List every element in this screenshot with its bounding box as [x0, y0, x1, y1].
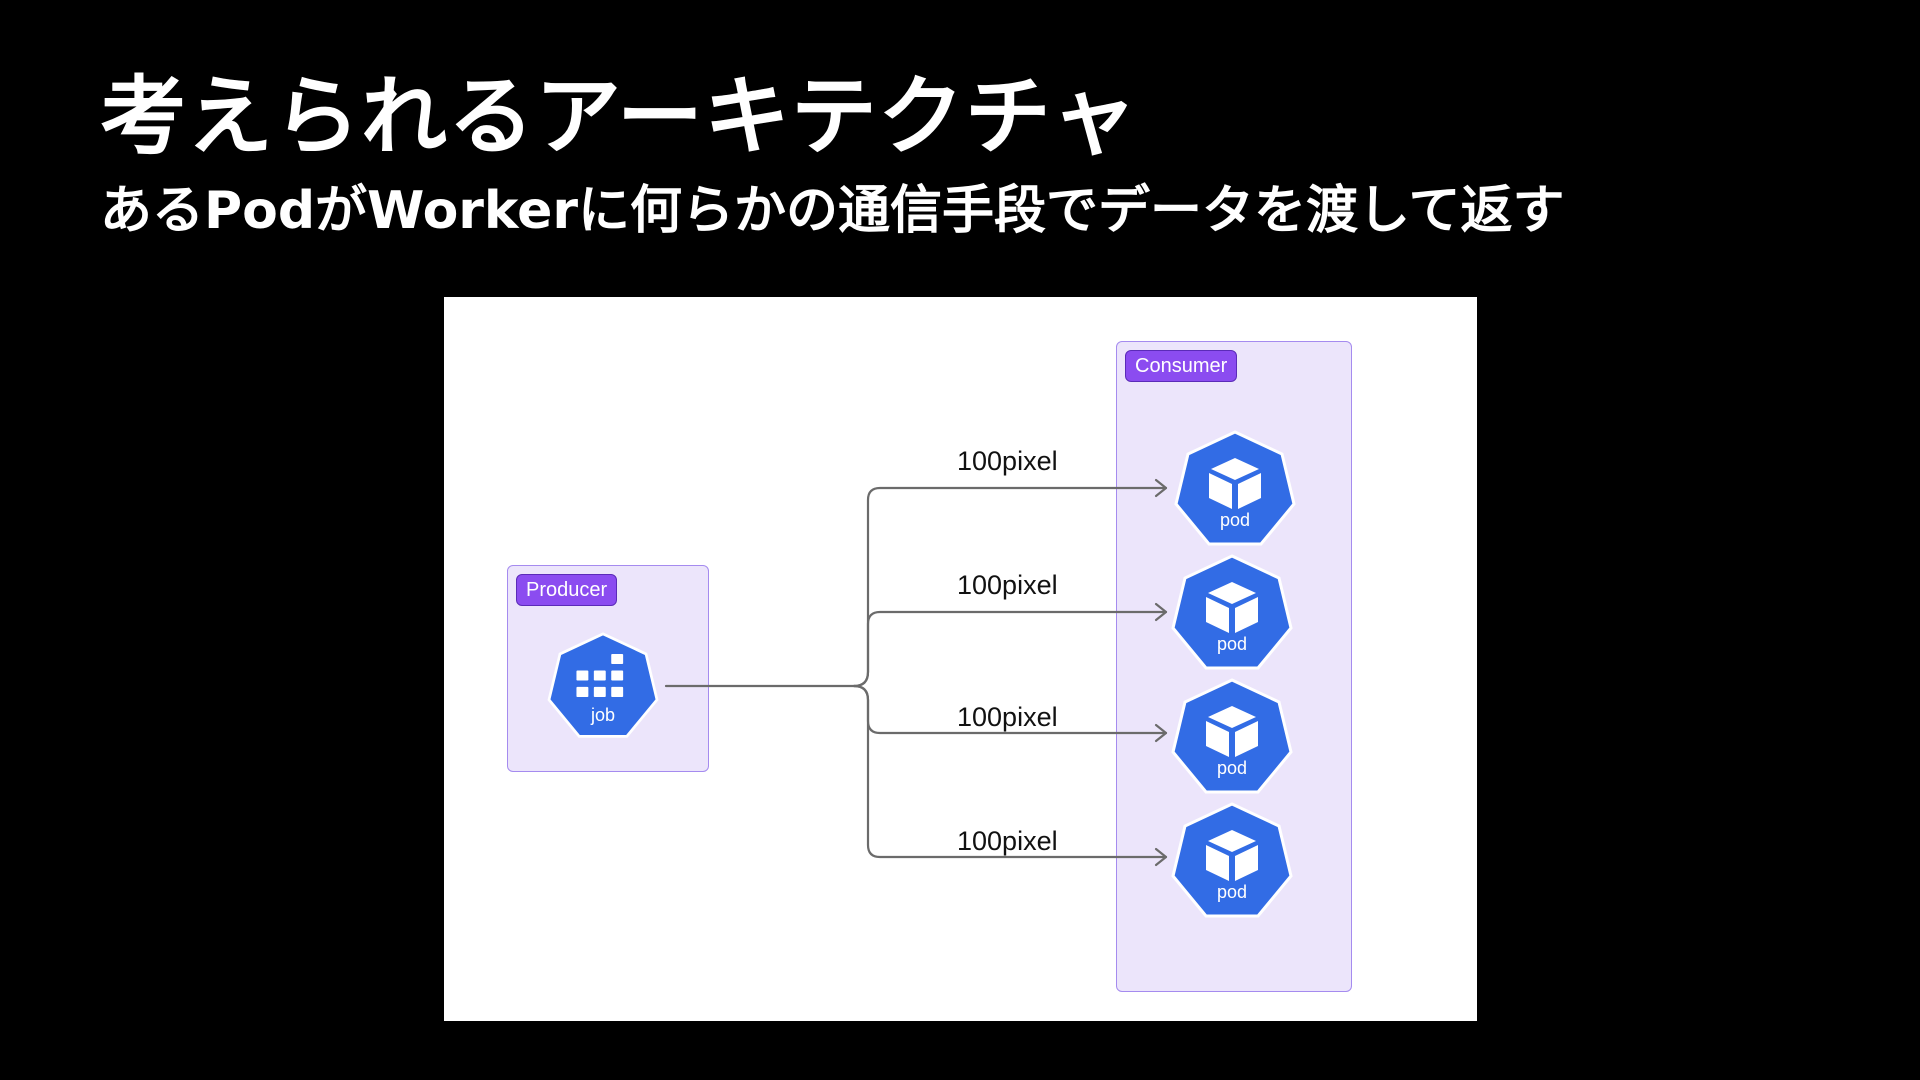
pod-node-3[interactable]: pod	[1171, 678, 1293, 796]
edge-line-2	[852, 610, 1168, 688]
pod-label: pod	[1216, 882, 1248, 902]
pod-cube-icon	[1171, 554, 1293, 670]
pod-label: pod	[1216, 634, 1248, 654]
pod-node-1[interactable]: pod	[1174, 430, 1296, 548]
edge-label-2: 100pixel	[957, 570, 1058, 600]
pod-cube-icon	[1171, 678, 1293, 794]
job-node[interactable]: job	[547, 632, 659, 740]
job-label: job	[590, 705, 616, 725]
edge-label-3: 100pixel	[957, 702, 1058, 732]
arrowhead-2	[1154, 602, 1168, 622]
pod-label: pod	[1216, 758, 1248, 778]
edge-line-4	[852, 684, 1168, 859]
producer-tag: Producer	[516, 574, 618, 606]
arrowhead-4	[1154, 847, 1168, 867]
connection-lines	[664, 478, 1168, 867]
edge-label-1: 100pixel	[957, 446, 1058, 476]
pod-cube-icon	[1171, 802, 1293, 918]
pod-node-4[interactable]: pod	[1171, 802, 1293, 920]
pod-node-2[interactable]: pod	[1171, 554, 1293, 672]
edge-label-4: 100pixel	[957, 826, 1058, 856]
arrowhead-3	[1154, 723, 1168, 743]
pod-label: pod	[1219, 510, 1251, 530]
edge-line-1	[664, 486, 1168, 688]
pod-cube-icon	[1174, 430, 1296, 546]
job-icon	[547, 632, 659, 738]
arrowhead-1	[1154, 478, 1168, 498]
architecture-diagram: Producer Consumer 100pixel 100pixel 100p…	[444, 297, 1477, 1021]
consumer-tag: Consumer	[1125, 350, 1238, 382]
slide-title: 考えられるアーキテクチャ	[100, 67, 1138, 167]
slide-subtitle: あるPodがWorkerに何らかの通信手段でデータを渡して返す	[100, 181, 1565, 241]
